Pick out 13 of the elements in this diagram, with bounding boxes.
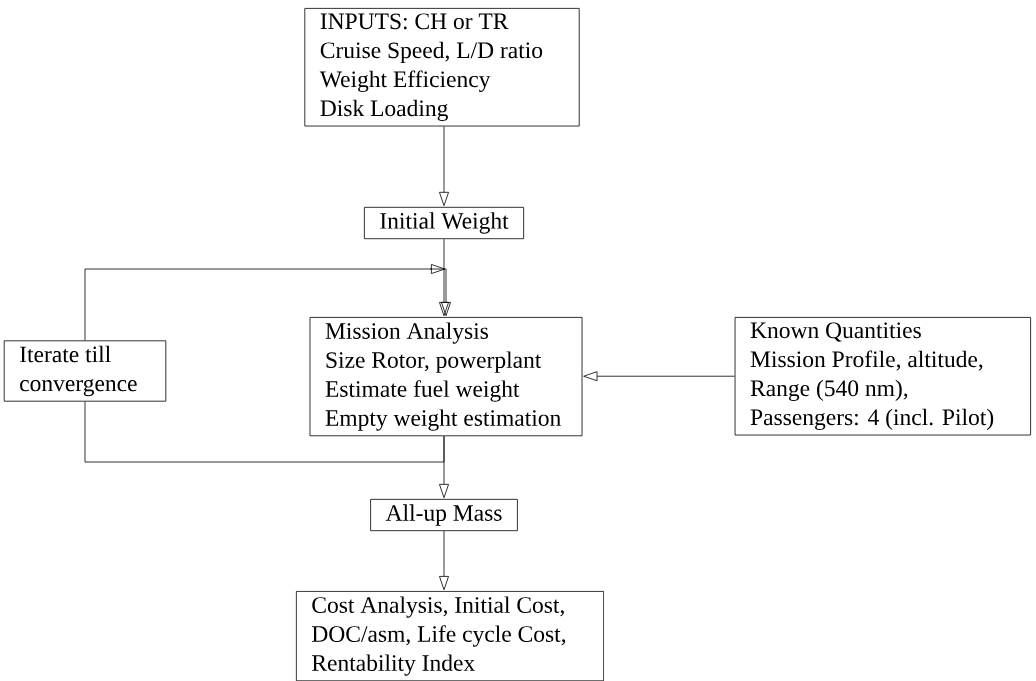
process-box: Mission Analysis Size Rotor, powerplant Estimate fuel weight Empty weight estimation xyxy=(309,317,583,437)
arrow xyxy=(583,371,736,382)
loop-box: Iterate till convergence xyxy=(3,340,167,402)
arrow xyxy=(84,264,451,341)
input-box: Known Quantities Mission Profile, altitude, Range (540 nm), Passengers: 4 (incl. Pilot) xyxy=(734,317,1031,436)
process-box: Initial Weight xyxy=(363,206,525,240)
input-box: INPUTS: CH or TR Cruise Speed, L/D ratio Weight Efficiency Disk Loading xyxy=(304,8,580,127)
arrow xyxy=(439,530,449,591)
arrow xyxy=(439,238,449,317)
arrow xyxy=(439,126,449,207)
process-box: Cost Analysis, Initial Cost, DOC/asm, Life cycle Cost, Rentability Index xyxy=(295,591,605,681)
process-box: All-up Mass xyxy=(370,498,518,532)
arrow xyxy=(439,435,449,499)
